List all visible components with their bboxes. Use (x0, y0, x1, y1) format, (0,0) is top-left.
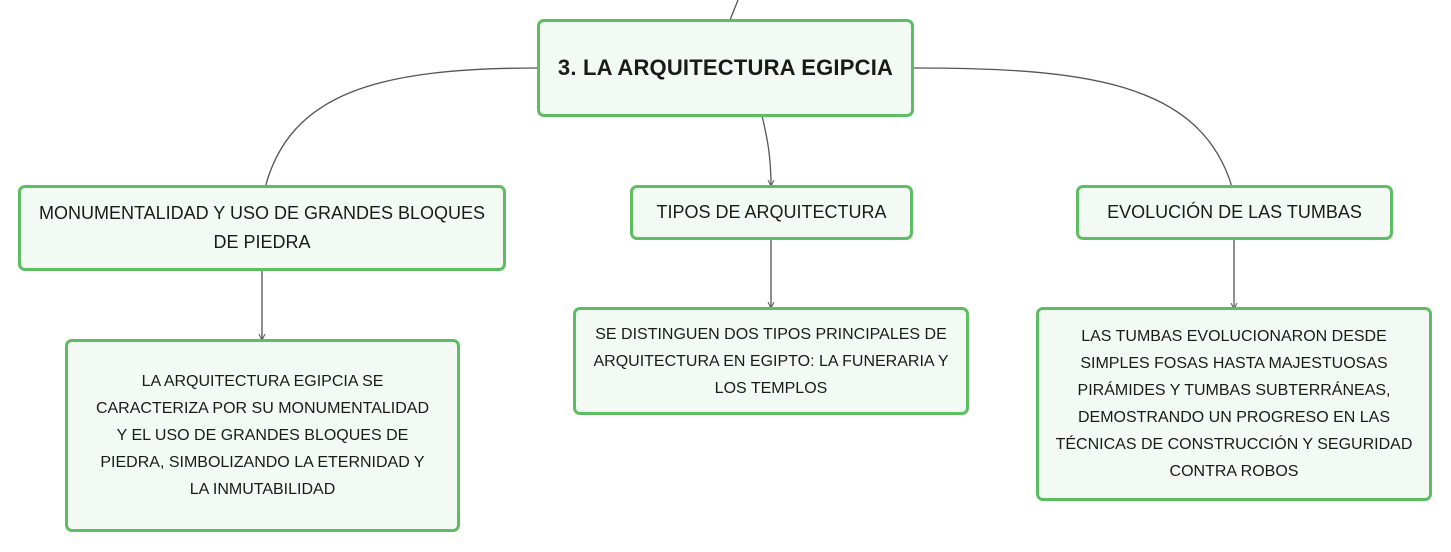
root-node-label: 3. LA ARQUITECTURA EGIPCIA (557, 55, 894, 80)
detail-node-text: LAS TUMBAS EVOLUCIONARON DESDE SIMPLES F… (1055, 328, 1413, 480)
connector-root-branch-3 (911, 67, 1233, 188)
branch-node-label: TIPOS DE ARQUITECTURA (656, 202, 887, 222)
branch-node-monumentalidad[interactable]: MONUMENTALIDAD Y USO DE GRANDES BLOQUES … (18, 185, 506, 271)
detail-node-monumentalidad[interactable]: LA ARQUITECTURA EGIPCIA SE CARACTERIZA P… (65, 339, 460, 532)
detail-node-text: SE DISTINGUEN DOS TIPOS PRINCIPALES DE A… (593, 325, 949, 397)
connector-root-branch-2 (761, 115, 771, 186)
branch-node-label: EVOLUCIÓN DE LAS TUMBAS (1107, 202, 1362, 222)
detail-node-evolucion[interactable]: LAS TUMBAS EVOLUCIONARON DESDE SIMPLES F… (1036, 307, 1432, 501)
connector-parent (729, 0, 739, 21)
detail-node-tipos[interactable]: SE DISTINGUEN DOS TIPOS PRINCIPALES DE A… (573, 307, 969, 415)
detail-node-text: LA ARQUITECTURA EGIPCIA SE CARACTERIZA P… (95, 373, 430, 498)
branch-node-evolucion[interactable]: EVOLUCIÓN DE LAS TUMBAS (1076, 185, 1393, 240)
root-node[interactable]: 3. LA ARQUITECTURA EGIPCIA (537, 19, 914, 117)
branch-node-tipos[interactable]: TIPOS DE ARQUITECTURA (630, 185, 913, 240)
connector-root-branch-1 (264, 67, 539, 189)
branch-node-label: MONUMENTALIDAD Y USO DE GRANDES BLOQUES … (38, 203, 486, 252)
